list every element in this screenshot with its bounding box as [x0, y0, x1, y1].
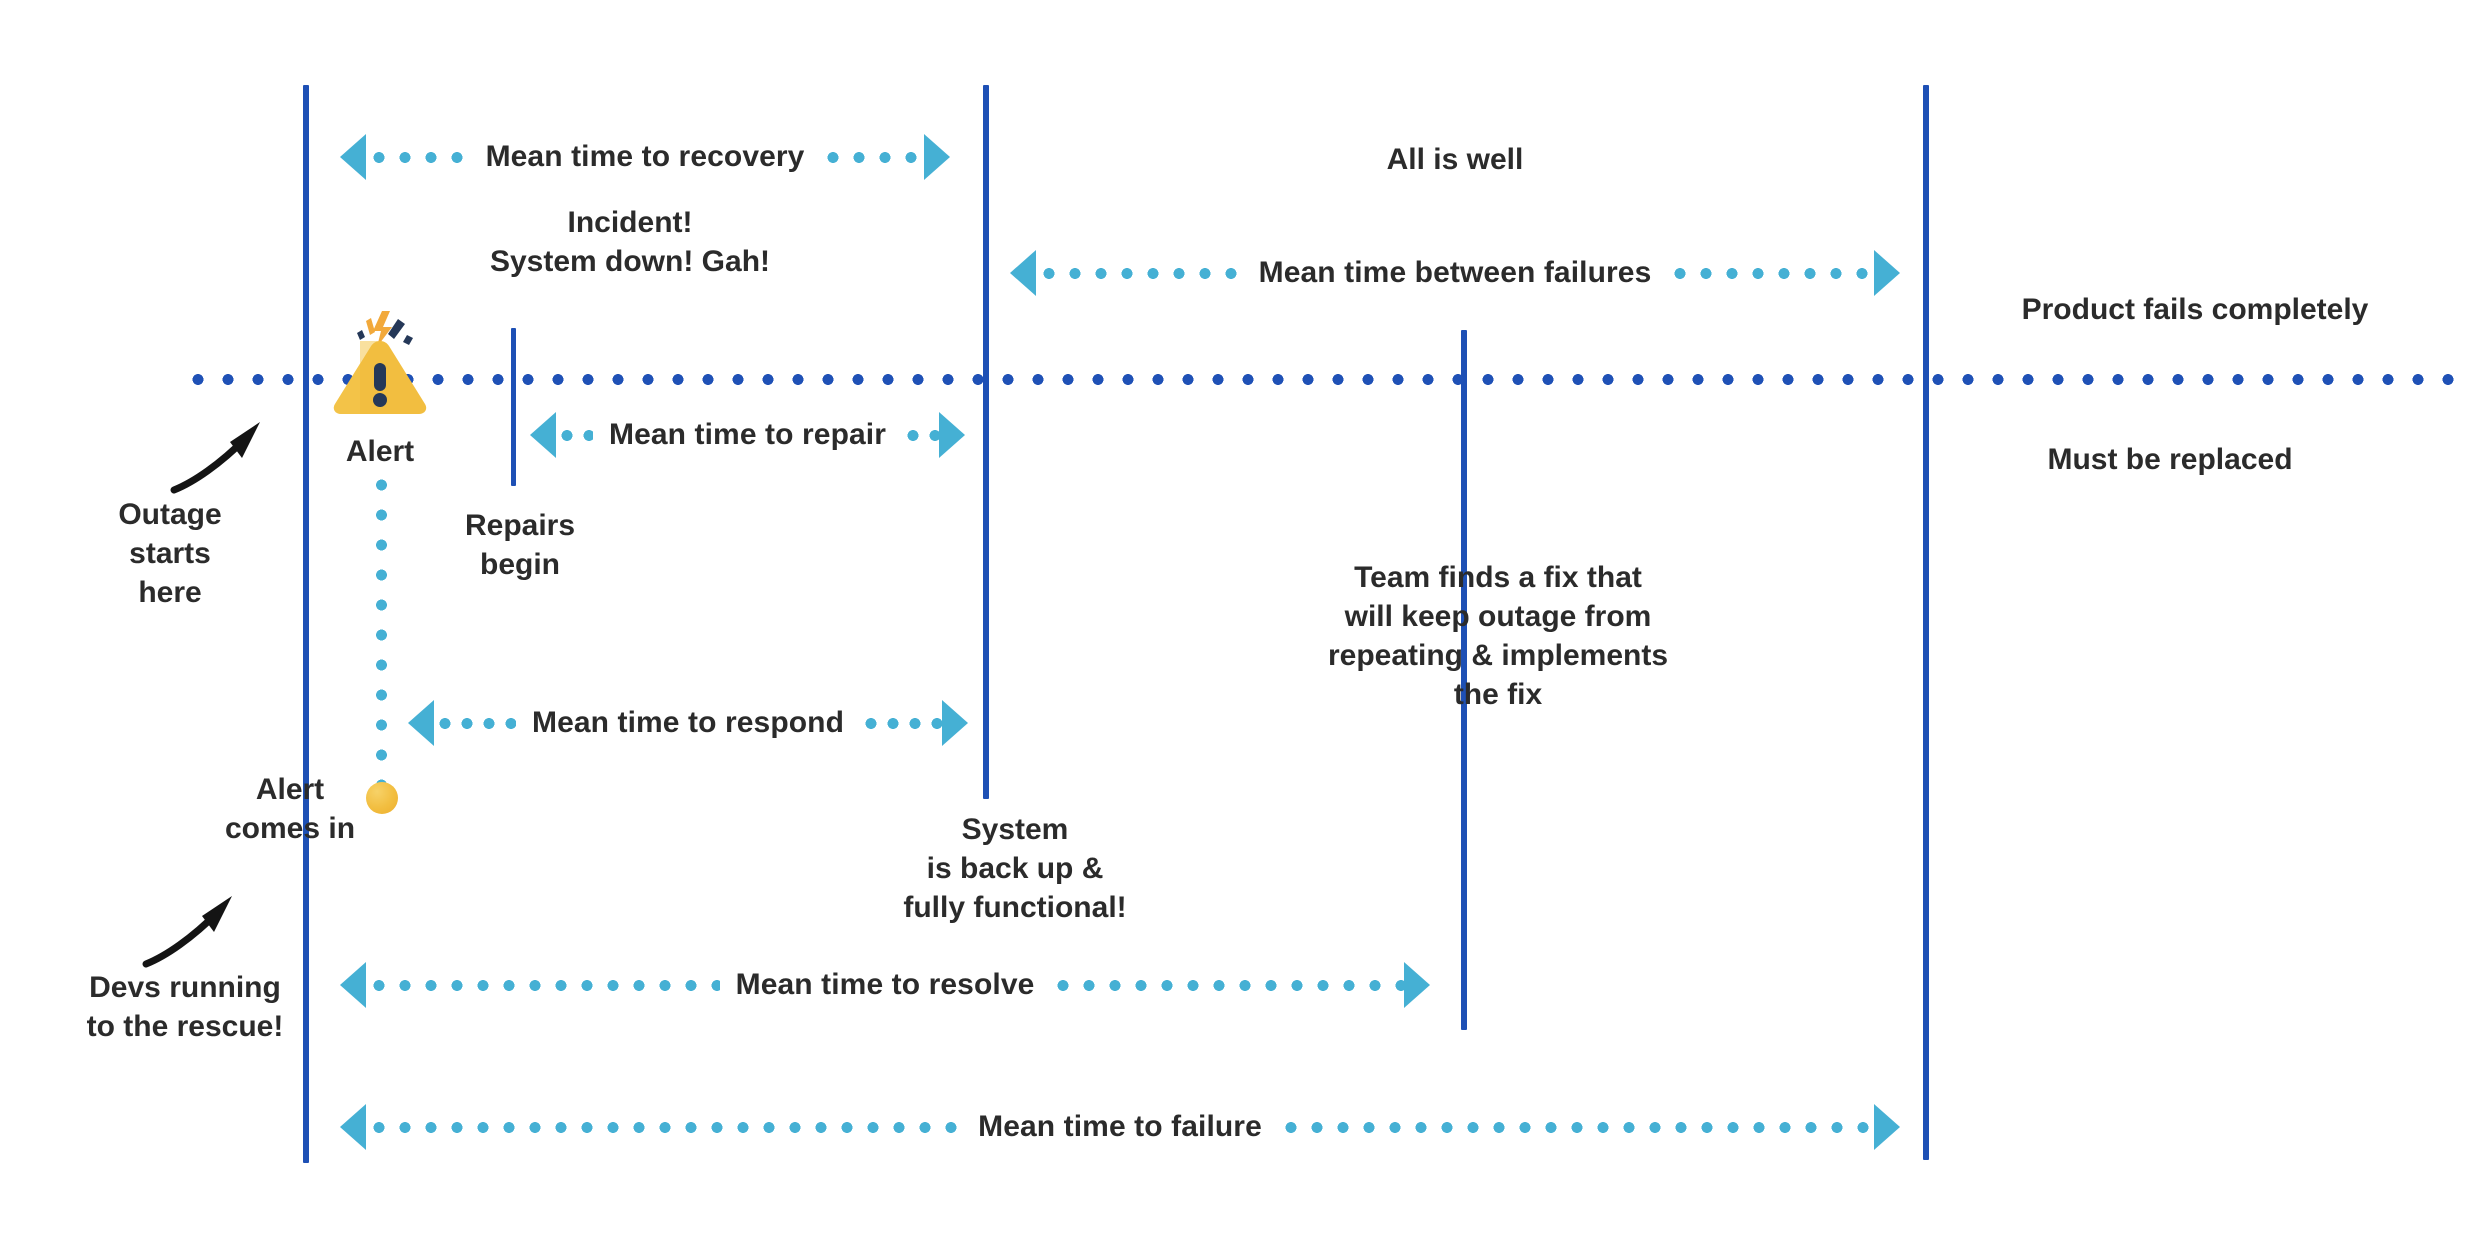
measure-label: Mean time to recovery [485, 140, 805, 173]
dotted-segment-right [860, 717, 943, 729]
measure-label: Mean time to respond [531, 706, 845, 739]
arrow-head-right-icon [1874, 250, 1900, 296]
measure-label: Mean time between failures [1258, 256, 1652, 289]
alert-connector-dots [376, 470, 387, 800]
dotted-segment-left [434, 717, 516, 729]
measure-mean-time-to-recovery: Mean time to recovery [340, 134, 951, 180]
milestone-line-system-back-up [983, 85, 989, 799]
milestone-line-outage-start [303, 85, 309, 1163]
alert-comes-in-label: Alert comes in [224, 773, 356, 845]
curved-arrow-icon-outage [168, 416, 278, 496]
arrow-head-right-icon [942, 700, 969, 746]
arrow-head-left-icon [530, 412, 556, 458]
arrow-head-left-icon [340, 134, 366, 180]
repairs-begin-label: Repairs begin [464, 509, 576, 581]
milestone-line-product-fails [1923, 85, 1929, 1160]
main-timeline [183, 374, 2466, 385]
curved-arrow-icon-devs [140, 890, 250, 970]
product-fails-label: Product fails completely [2021, 293, 2369, 326]
alert-caption: Alert [345, 435, 415, 468]
devs-running-label: Devs running to the rescue! [86, 971, 284, 1043]
arrow-head-right-icon [1404, 962, 1431, 1008]
milestone-line-repairs-begin [511, 328, 516, 486]
milestone-line-fix-implemented [1461, 330, 1467, 1030]
dotted-segment-left [1036, 267, 1243, 279]
measure-mean-time-to-resolve: Mean time to resolve [340, 962, 1431, 1008]
dotted-segment-left [556, 429, 594, 441]
dotted-segment-right [1667, 267, 1874, 279]
dotted-segment-left [366, 1121, 963, 1133]
dotted-segment-right [1050, 979, 1405, 991]
incident-label: Incident! System down! Gah! [489, 206, 771, 278]
arrow-head-right-icon [924, 134, 951, 180]
dotted-segment-right [1277, 1121, 1874, 1133]
measure-label: Mean time to resolve [735, 968, 1035, 1001]
dotted-segment-left [366, 151, 470, 163]
measure-mean-time-to-failure: Mean time to failure [340, 1104, 1900, 1150]
system-back-up-label: System is back up & fully functional! [903, 813, 1127, 924]
measure-label: Mean time to failure [978, 1110, 1262, 1143]
must-be-replaced-label: Must be replaced [2047, 443, 2293, 476]
team-finds-fix-label: Team finds a fix that will keep outage f… [1327, 561, 1669, 711]
outage-starts-here-label: Outage starts here [118, 498, 222, 609]
alert-triangle-icon [330, 305, 430, 415]
arrow-head-right-icon [1874, 1104, 1900, 1150]
arrow-head-left-icon [408, 700, 434, 746]
arrow-head-left-icon [1010, 250, 1036, 296]
arrow-head-right-icon [939, 412, 965, 458]
all-is-well-label: All is well [1386, 143, 1524, 176]
measure-mean-time-to-respond: Mean time to respond [408, 700, 969, 746]
measure-mean-time-to-repair: Mean time to repair [530, 412, 965, 458]
dotted-segment-right [901, 429, 939, 441]
arrow-head-left-icon [340, 1104, 366, 1150]
dotted-segment-right [820, 151, 925, 163]
arrow-head-left-icon [340, 962, 366, 1008]
alert-comes-in-dot [366, 782, 398, 814]
measure-mean-time-between-failures: Mean time between failures [1010, 250, 1900, 296]
measure-label: Mean time to repair [609, 418, 886, 451]
dotted-segment-left [366, 979, 720, 991]
